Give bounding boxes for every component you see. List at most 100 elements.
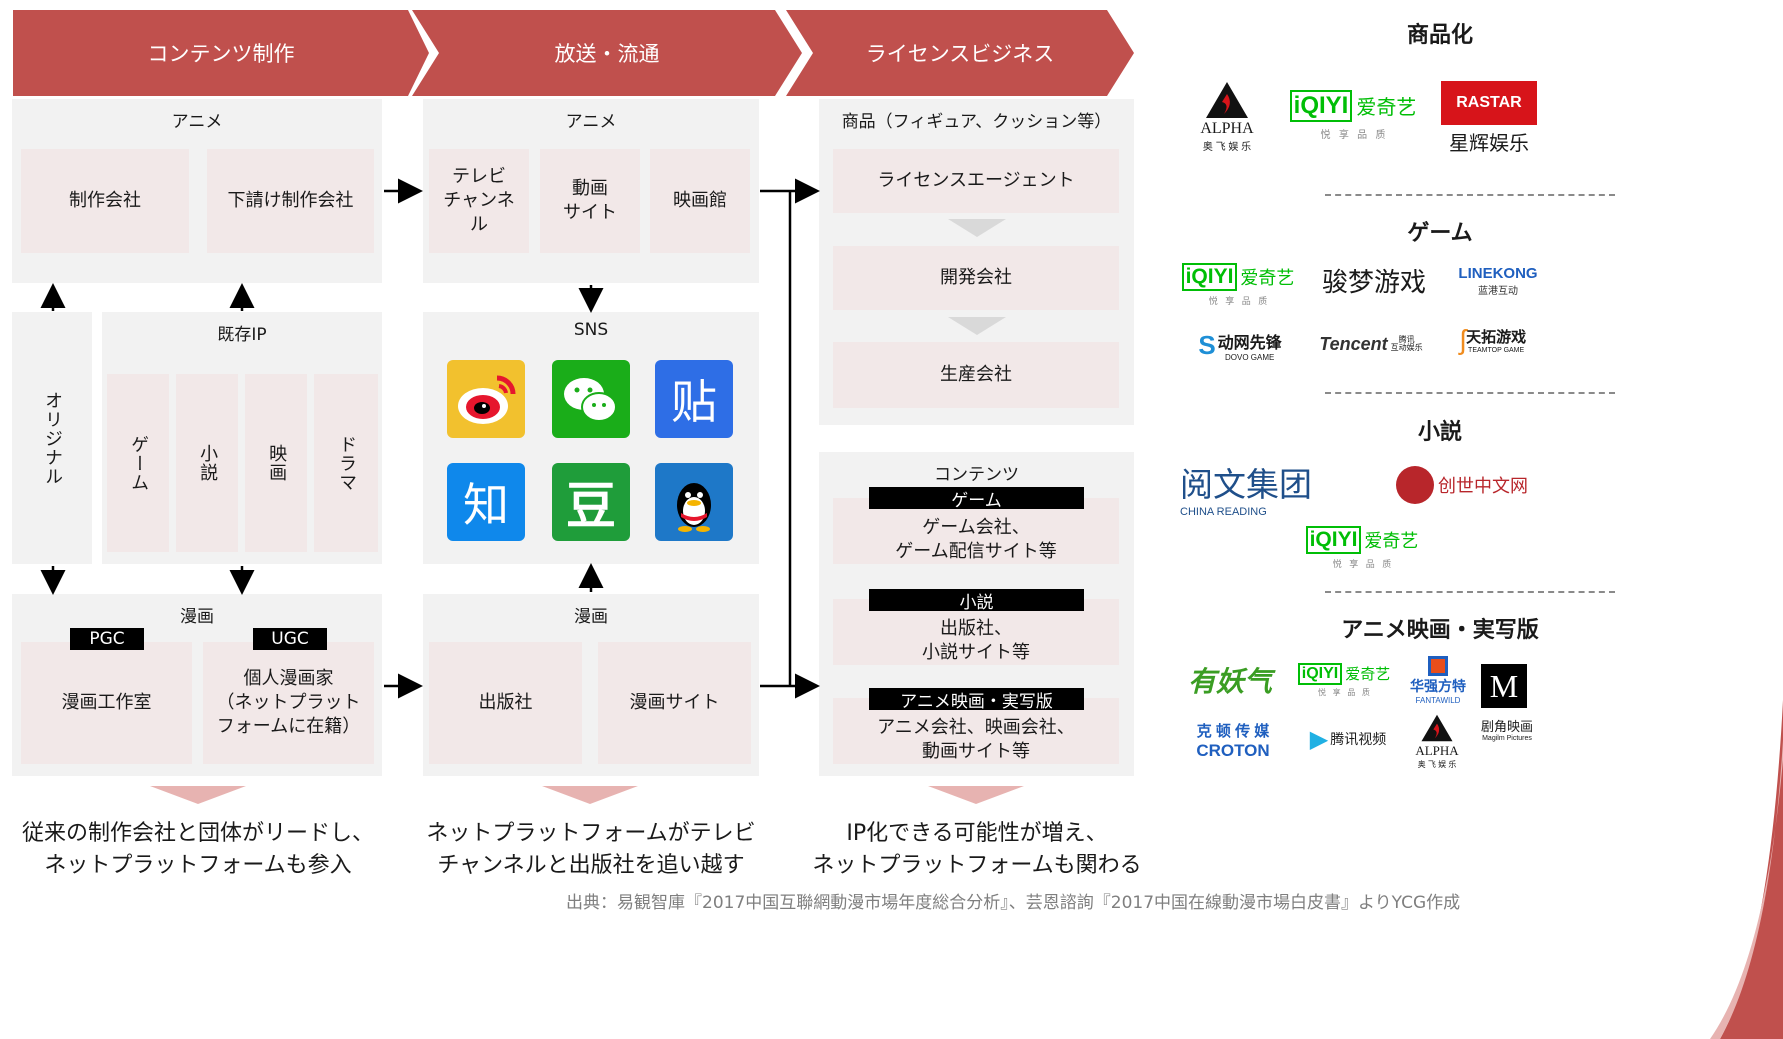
magilm-logo: 剧角映画 Magilm Pictures	[1472, 714, 1542, 744]
subcontractor-cell: 下請け制作会社	[207, 149, 374, 253]
panel-title: アニメ	[565, 112, 617, 132]
ip-game-cell: ゲーム	[107, 374, 169, 552]
developer-cell: 開発会社	[833, 246, 1119, 310]
iqiyi-logo: iQIYI 爱奇艺 悦 享 品 质	[1292, 660, 1396, 700]
logo-text: iQIYI	[1305, 526, 1362, 554]
cell-label: 個人漫画家 （ネットプラット フォームに在籍）	[216, 667, 361, 738]
seal-icon	[1396, 466, 1434, 504]
pgc-tag: PGC	[70, 628, 144, 650]
douban-icon: 豆	[552, 463, 630, 541]
panel-title: 漫画	[180, 607, 214, 627]
logo-text: CROTON	[1196, 740, 1270, 760]
production-company-cell: 制作会社	[21, 149, 189, 253]
content-license-panel: コンテンツ ゲーム会社、 ゲーム配信サイト等 ゲーム 出版社、 小説サイト等 小…	[819, 452, 1134, 776]
stage-license-business: ライセンスビジネス	[786, 10, 1134, 96]
magilm-mark-logo: M	[1481, 664, 1527, 708]
ip-label: ゲーム	[128, 434, 150, 492]
note-distribution: ネットプラットフォームがテレビ チャンネルと出版社を追い越す	[426, 821, 756, 878]
logo-text: Tencent	[1319, 333, 1388, 354]
license-agent-cell: ライセンスエージェント	[833, 149, 1119, 213]
note-license: IP化できる可能性が増え、 ネットプラットフォームも関わる	[812, 821, 1142, 878]
cell-label: テレビ チャンネ ル	[443, 165, 515, 236]
existing-ip-panel: 既存IP ゲーム 小説 映画 ドラマ	[102, 312, 382, 564]
section-title-anime-film: アニメ映画・実写版	[1341, 618, 1539, 643]
manga-site-cell: 漫画サイト	[598, 642, 751, 764]
novel-tag: 小説	[869, 589, 1084, 613]
panel-title: 既存IP	[217, 325, 267, 345]
iqiyi-logo: iQIYI 爱奇艺 悦 享 品 质	[1302, 520, 1422, 576]
publisher-cell: 出版社	[429, 642, 582, 764]
logo-text: DOVO GAME	[1224, 352, 1275, 362]
note-pointer	[928, 786, 1024, 804]
logo-text: 奥 飞 娱 乐	[1417, 759, 1457, 769]
stage-label: コンテンツ制作	[147, 42, 295, 66]
sns-panel: SNS 贴 知 豆	[423, 312, 759, 564]
logo-text: 悦 享 品 质	[1208, 296, 1268, 306]
zhihu-icon: 知	[447, 463, 525, 541]
cell-label: 動画 サイト	[563, 177, 617, 223]
qq-icon	[655, 463, 733, 541]
logo-text: 悦 享 品 质	[1317, 687, 1370, 697]
logo-text: 爱奇艺	[1364, 531, 1419, 551]
original-label: オリジナル	[42, 390, 63, 486]
logo-text: CHINA READING	[1180, 506, 1267, 518]
logo-text: 克 顿 传 媒	[1196, 722, 1270, 740]
tencent-video-logo: ▶ 腾讯视频	[1298, 722, 1398, 756]
ip-label: 小説	[197, 444, 219, 482]
logo-text: 腾讯 互动娱乐	[1390, 335, 1423, 352]
section-title-novel: 小説	[1417, 420, 1462, 445]
individual-artist-cell: 個人漫画家 （ネットプラット フォームに在籍）	[203, 642, 374, 764]
yuewen-logo: 阅文集团 CHINA READING	[1180, 460, 1330, 518]
logo-text: LINEKONG	[1458, 265, 1538, 282]
game-tag: ゲーム	[869, 487, 1084, 511]
stage-broadcast-distribution: 放送・流通	[412, 10, 802, 96]
cell-label: ゲーム会社、 ゲーム配信サイト等	[895, 516, 1057, 562]
logo-text: 腾讯视频	[1330, 731, 1387, 747]
note-production: 従来の制作会社と団体がリードし、 ネットプラットフォームも参入	[21, 821, 374, 878]
ip-novel-cell: 小説	[176, 374, 238, 552]
tencent-games-logo: Tencent 腾讯 互动娱乐	[1312, 330, 1430, 358]
production-manga-panel: 漫画 漫画工作室 個人漫画家 （ネットプラット フォームに在籍） PGC UGC	[12, 594, 382, 776]
ip-movie-cell: 映画	[245, 374, 307, 552]
croton-logo: 克 顿 传 媒 CROTON	[1180, 720, 1286, 760]
ip-label: 映画	[266, 444, 288, 482]
teamtop-logo: ʃ 天拓游戏 TEAMTOP GAME	[1440, 320, 1546, 360]
production-anime-panel: アニメ 制作会社 下請け制作会社	[12, 99, 382, 283]
cell-label: 出版社、 小説サイト等	[922, 617, 1030, 663]
section-title-game: ゲーム	[1407, 221, 1473, 246]
logo-text: 剧角映画	[1480, 719, 1533, 734]
source-note: 出典：易観智庫『2017中国互聯網動漫市場年度総合分析』、芸恩諮詢『2017中国…	[566, 893, 1461, 913]
logo-text: 爱奇艺	[1356, 97, 1417, 119]
stage-label: 放送・流通	[554, 42, 660, 66]
logo-text: iQIYI	[1181, 263, 1238, 291]
distribution-anime-panel: アニメ テレビ チャンネ ル 動画 サイト 映画館	[423, 99, 759, 283]
license-game-cell: ゲーム会社、 ゲーム配信サイト等	[833, 498, 1119, 564]
ip-drama-cell: ドラマ	[314, 374, 378, 552]
logo-text: 华强方特	[1410, 677, 1466, 694]
down-triangle	[948, 219, 1006, 237]
tieba-icon: 贴	[655, 360, 733, 438]
fantawild-mark-icon	[1428, 655, 1448, 676]
logo-text: 蓝港互动	[1478, 286, 1518, 297]
panel-title: SNS	[573, 320, 609, 340]
logo-text: 爱奇艺	[1240, 268, 1295, 288]
logo-text: RASTAR	[1441, 80, 1537, 125]
logo-text: 爱奇艺	[1345, 666, 1391, 683]
section-title-merch: 商品化	[1406, 23, 1473, 48]
weibo-icon	[447, 360, 525, 438]
panel-title: 商品（フィギュア、クッション等）	[841, 112, 1112, 132]
logo-text: 悦 享 品 质	[1320, 129, 1386, 141]
connector-arrows	[40, 178, 820, 699]
distribution-manga-panel: 漫画 出版社 漫画サイト	[423, 594, 759, 776]
manga-studio-cell: 漫画工作室	[21, 642, 192, 764]
logo-text: FANTAWILD	[1415, 695, 1461, 705]
stage-content-production: コンテンツ制作	[13, 10, 429, 96]
logo-text: 创世中文网	[1438, 476, 1528, 496]
logo-text: Magilm Pictures	[1482, 735, 1532, 742]
section-divider	[1325, 591, 1615, 593]
panel-title: アニメ	[171, 112, 223, 132]
manufacturer-cell: 生産会社	[833, 342, 1119, 408]
original-panel: オリジナル	[12, 312, 92, 564]
logo-text: 天拓游戏	[1466, 329, 1527, 346]
corner-decoration	[1710, 700, 1783, 1039]
